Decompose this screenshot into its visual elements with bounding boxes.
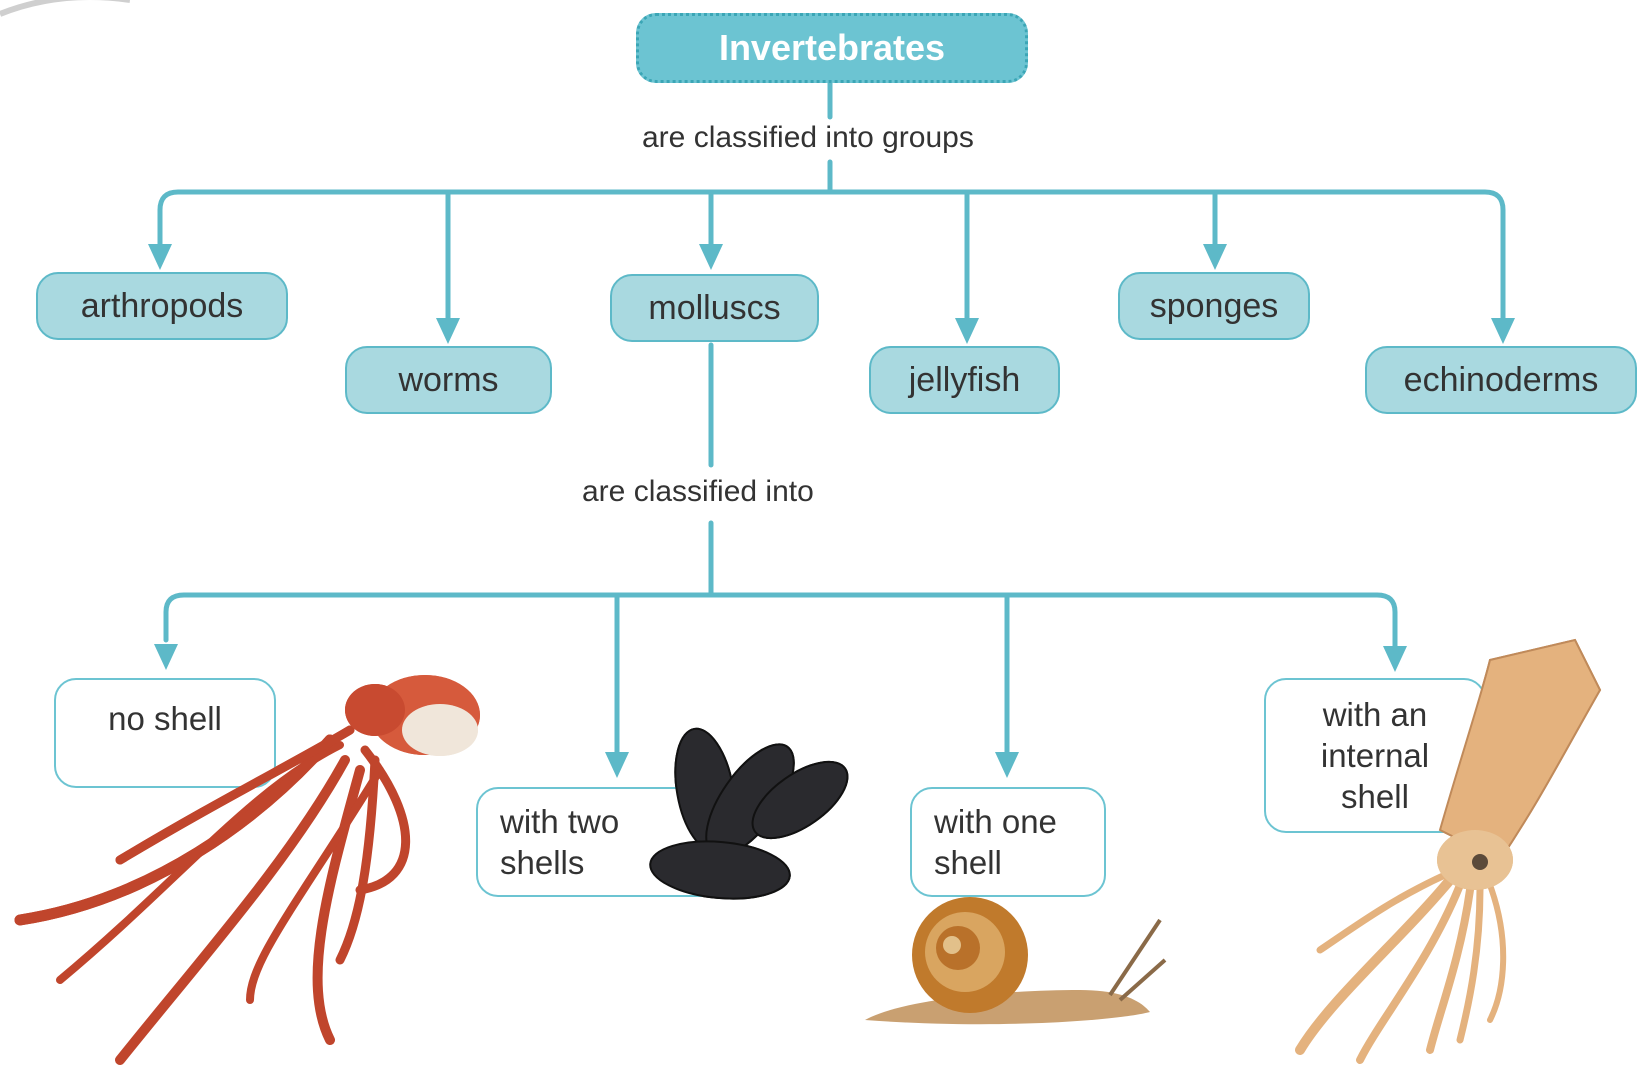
group-label: arthropods (81, 287, 244, 326)
arrow-echinoderms (1491, 318, 1515, 344)
group-node-jellyfish: jellyfish (869, 346, 1060, 414)
group-node-worms: worms (345, 346, 552, 414)
group-label: worms (398, 361, 498, 400)
types-bar (166, 595, 1395, 660)
group-label: sponges (1150, 287, 1279, 326)
group-node-sponges: sponges (1118, 272, 1310, 340)
arrow-internal-shell (1383, 646, 1407, 672)
type-node-internal-shell: with an internal shell (1264, 678, 1486, 833)
type-node-one-shell: with one shell (910, 787, 1106, 897)
link-label-groups: are classified into groups (634, 121, 982, 155)
type-label: with two shells (500, 801, 619, 884)
arrow-jellyfish (955, 318, 979, 344)
arrow-two-shells (605, 752, 629, 778)
arrow-molluscs (699, 244, 723, 270)
root-label: Invertebrates (719, 27, 945, 69)
arrow-no-shell (154, 644, 178, 670)
type-label: with one shell (934, 801, 1057, 884)
arrow-arthropods (148, 244, 172, 270)
arrow-one-shell (995, 752, 1019, 778)
group-label: jellyfish (909, 361, 1020, 400)
group-node-molluscs: molluscs (610, 274, 819, 342)
arrow-worms (436, 318, 460, 344)
group-node-arthropods: arthropods (36, 272, 288, 340)
root-node-invertebrates: Invertebrates (636, 13, 1028, 83)
link-label-molluscs: are classified into (574, 475, 822, 509)
arrow-sponges (1203, 244, 1227, 270)
group-label: echinoderms (1404, 361, 1599, 400)
type-node-two-shells: with two shells (476, 787, 738, 897)
group-node-echinoderms: echinoderms (1365, 346, 1637, 414)
type-label: no shell (108, 698, 222, 739)
type-label: with an internal shell (1321, 694, 1429, 818)
type-node-no-shell: no shell (54, 678, 276, 788)
group-label: molluscs (648, 289, 780, 328)
